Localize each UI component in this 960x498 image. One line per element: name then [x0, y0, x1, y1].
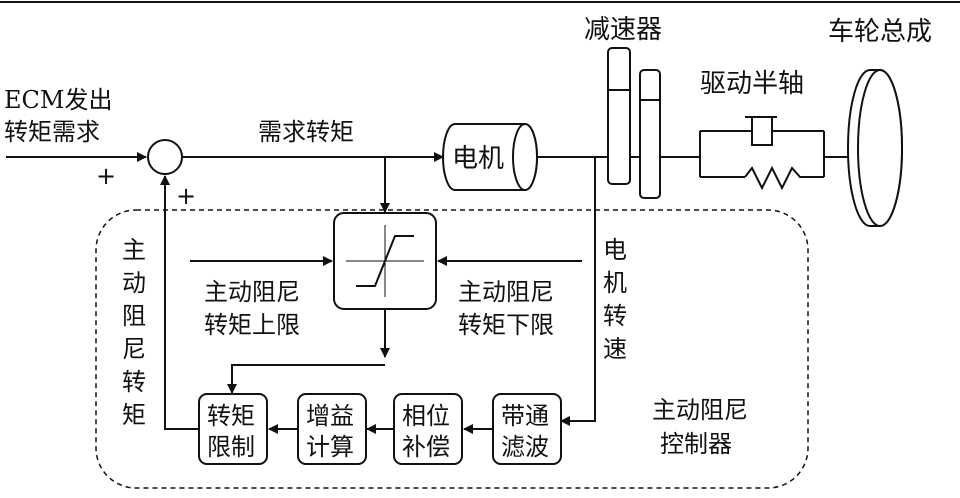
- plus-bottom: +: [176, 182, 196, 210]
- reducer-label: 减速器: [584, 15, 662, 45]
- damping-torque-char-2: 阻: [122, 302, 146, 330]
- lower-limit-line2: 转矩下限: [458, 311, 554, 339]
- bandpass-line2: 滤波: [501, 433, 549, 461]
- motor-speed-char-3: 速: [603, 335, 627, 363]
- motor-speed-line: [560, 157, 596, 426]
- controller-label-line2: 控制器: [660, 430, 732, 458]
- wheel-label: 车轮总成: [828, 17, 932, 47]
- damping-torque-char-5: 矩: [122, 401, 146, 429]
- phase-comp-line1: 相位: [402, 402, 450, 430]
- summing-junction: [147, 139, 183, 175]
- phase-comp-line2: 补偿: [402, 433, 450, 461]
- gain-calc-line2: 计算: [306, 433, 354, 461]
- wheel-assembly: [847, 69, 903, 227]
- plus-top: +: [96, 162, 116, 190]
- bandpass-line1: 带通: [501, 402, 549, 430]
- motor-block: [442, 123, 538, 191]
- upper-limit-line2: 转矩上限: [204, 311, 300, 339]
- halfshaft-label: 驱动半轴: [700, 69, 804, 99]
- input-label-line2: 转矩需求: [4, 118, 100, 146]
- input-label-line1: ECM发出: [4, 86, 112, 114]
- gain-calc-line1: 增益: [306, 402, 354, 430]
- motor-speed-char-0: 电: [603, 236, 627, 264]
- controller-boundary: [95, 209, 809, 489]
- damping-torque-char-0: 主: [122, 236, 146, 264]
- motor-speed-char-1: 机: [603, 269, 627, 297]
- to-torque-limit: [227, 364, 385, 394]
- damping-torque-char-1: 动: [122, 269, 146, 297]
- motor-speed-char-2: 转: [603, 302, 627, 330]
- controller-label-line1: 主动阻尼: [652, 396, 748, 424]
- reducer-block: [607, 47, 661, 199]
- halfshaft-spring-damper: [660, 116, 862, 191]
- motor-label: 电机: [452, 144, 504, 174]
- upper-limit-line1: 主动阻尼: [204, 278, 300, 306]
- torque-limit-line2: 限制: [207, 433, 255, 461]
- lower-limit-line1: 主动阻尼: [458, 278, 554, 306]
- damping-torque-char-3: 尼: [122, 335, 146, 363]
- torque-limit-line1: 转矩: [207, 402, 255, 430]
- damping-torque-char-4: 转: [122, 368, 146, 396]
- saturation-block: [333, 212, 437, 310]
- demand-torque-label: 需求转矩: [258, 118, 354, 146]
- damping-torque-feedback: [160, 175, 199, 430]
